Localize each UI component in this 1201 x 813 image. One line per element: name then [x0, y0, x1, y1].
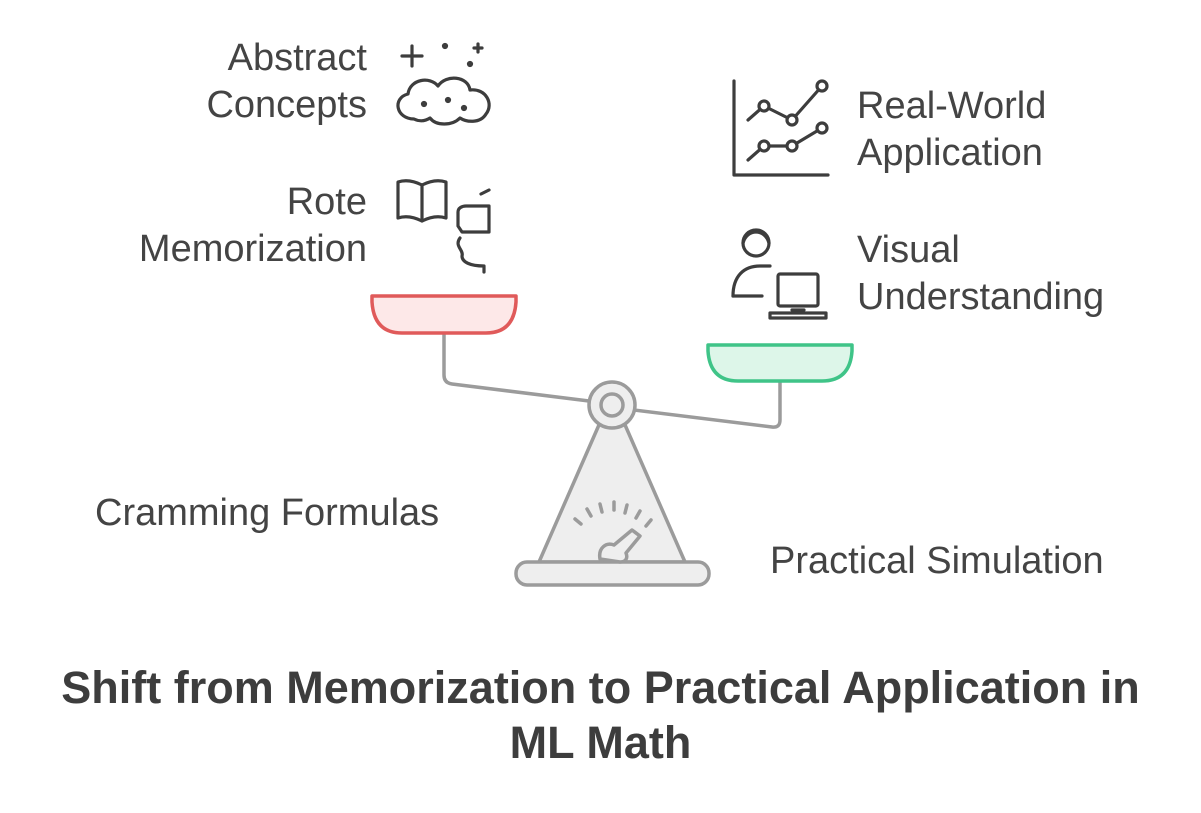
label-practical-simulation: Practical Simulation — [770, 540, 1104, 582]
person-laptop-icon — [731, 228, 828, 320]
label-real-world-application: Real-World Application — [857, 83, 1046, 177]
label-cramming-formulas: Cramming Formulas — [95, 492, 440, 534]
left-pan — [370, 294, 518, 335]
label-visual-understanding: Visual Understanding — [857, 227, 1104, 321]
label-visual-understanding-line2: Understanding — [857, 276, 1105, 318]
scale-base — [514, 560, 711, 587]
label-real-world-application-line1: Real-World — [857, 85, 1047, 127]
cloud-sparkle-icon — [396, 42, 491, 126]
line-chart-icon — [732, 79, 830, 177]
diagram-title-line2: ML Math — [509, 717, 692, 768]
gauge-icon — [573, 500, 653, 564]
right-pan — [706, 343, 854, 383]
label-real-world-application-line2: Application — [857, 132, 1043, 174]
scale-beam — [442, 331, 782, 430]
label-abstract-concepts: Abstract Concepts — [206, 35, 367, 129]
book-head-icon — [396, 179, 491, 274]
label-rote-memorization-line2: Memorization — [138, 228, 367, 270]
label-abstract-concepts-line2: Concepts — [206, 84, 367, 126]
diagram-title: Shift from Memorization to Practical App… — [0, 660, 1201, 770]
label-visual-understanding-line1: Visual — [857, 229, 960, 271]
label-abstract-concepts-line1: Abstract — [227, 37, 367, 79]
diagram-title-line1: Shift from Memorization to Practical App… — [61, 662, 1140, 713]
scale-triangle — [537, 416, 687, 564]
label-rote-memorization: Rote Memorization — [139, 179, 367, 273]
label-rote-memorization-line1: Rote — [286, 181, 367, 223]
